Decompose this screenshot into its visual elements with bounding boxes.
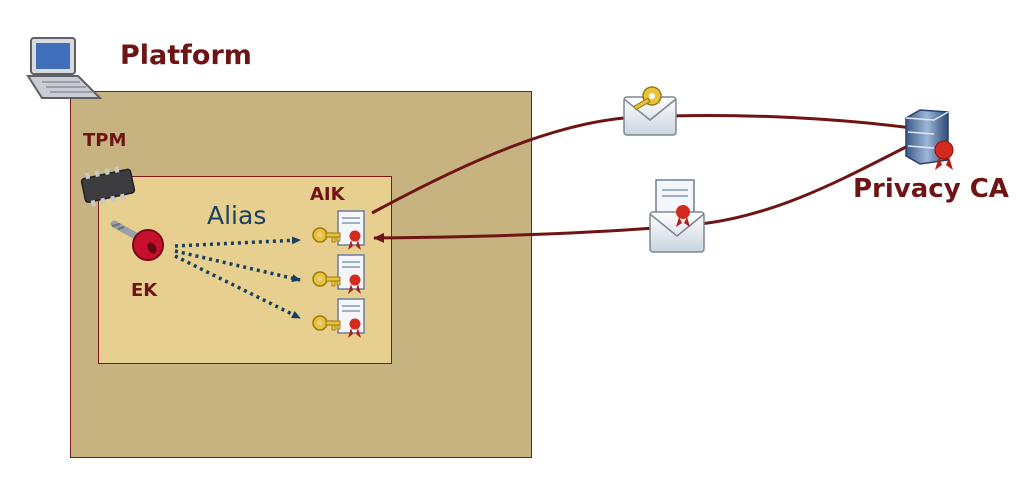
- aik-label: AIK: [310, 184, 345, 205]
- alias-arrow: [174, 249, 301, 283]
- key-certificate-icon: [312, 210, 365, 251]
- laptop-icon: [26, 37, 103, 99]
- privacy-ca-label: Privacy CA: [853, 174, 1009, 204]
- envelope-with-certificate-icon: [649, 179, 705, 253]
- ek-label: EK: [131, 280, 158, 301]
- alias-label: Alias: [207, 201, 267, 230]
- response-flow-line: [373, 143, 911, 243]
- key-certificate-icon: [312, 254, 365, 295]
- alias-arrow: [174, 236, 301, 248]
- key-certificate-icon: [312, 298, 365, 339]
- platform-title: Platform: [120, 40, 252, 71]
- tpm-label: TPM: [83, 130, 127, 151]
- envelope-with-key-icon: [623, 86, 677, 136]
- alias-arrow: [174, 254, 301, 320]
- chip-icon: [80, 166, 136, 207]
- server-certificate-icon: [905, 109, 954, 170]
- red-key-icon: [110, 220, 164, 261]
